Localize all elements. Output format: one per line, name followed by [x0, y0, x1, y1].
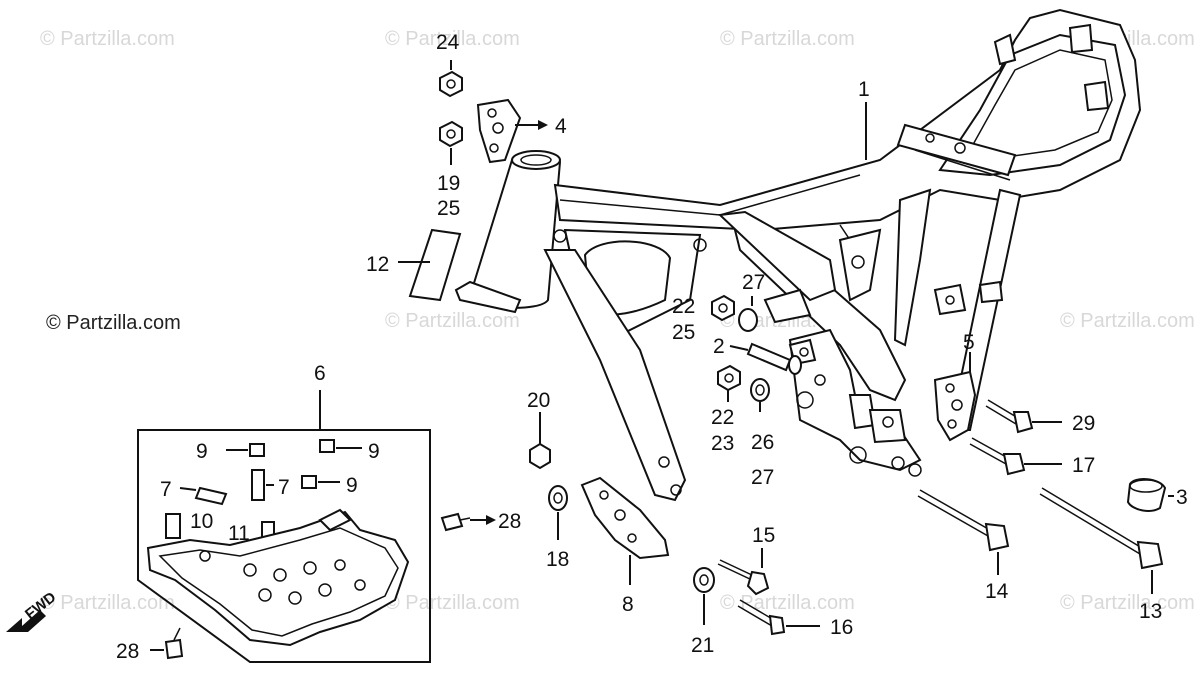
washer-19[interactable] [439, 120, 463, 148]
grommet-10[interactable] [165, 513, 181, 539]
watermark: © Partzilla.com [385, 310, 520, 332]
callout-29: 29 [1072, 412, 1095, 435]
callout-3: 3 [1176, 486, 1188, 509]
callout-7-b: 7 [278, 476, 290, 499]
callout-2: 2 [713, 335, 725, 358]
washer-26[interactable] [750, 378, 770, 402]
washer-21[interactable] [693, 567, 715, 593]
bolt-14[interactable] [917, 489, 1010, 552]
callout-28-a: 28 [498, 510, 521, 533]
watermark: © Partzilla.com [1060, 310, 1195, 332]
callout-12: 12 [366, 253, 389, 276]
callout-16: 16 [830, 616, 853, 639]
watermark: © Partzilla.com [720, 28, 855, 50]
callout-5: 5 [963, 331, 975, 354]
watermark: © Partzilla.com [40, 28, 175, 50]
sleeve-12[interactable] [408, 228, 462, 302]
nut-20[interactable] [529, 442, 551, 470]
bolt-13[interactable] [1039, 487, 1164, 570]
watermark: © Partzilla.com [1060, 592, 1195, 614]
callout-27-a: 27 [742, 271, 765, 294]
grommet-7-b[interactable] [251, 469, 265, 501]
skid-plate[interactable] [146, 508, 410, 647]
cap-9-c[interactable] [301, 475, 317, 489]
callout-6: 6 [314, 362, 326, 385]
fwd-arrow-icon [6, 610, 46, 632]
bolt-16[interactable] [737, 599, 786, 636]
watermark: © Partzilla.com [40, 592, 175, 614]
callout-11: 11 [228, 522, 250, 545]
callout-28-b: 28 [116, 640, 139, 663]
callout-14: 14 [985, 580, 1009, 603]
watermark: © Partzilla.com [385, 28, 520, 50]
bolt-15[interactable] [717, 559, 770, 596]
skid-plate-group-box [137, 390, 431, 663]
cap-9-b[interactable] [319, 439, 335, 453]
callout-23: 23 [711, 432, 734, 455]
frame-body[interactable] [454, 8, 1142, 502]
callout-1: 1 [858, 78, 870, 101]
callout-8: 8 [622, 593, 634, 616]
bolt-2[interactable] [746, 342, 802, 375]
callout-13: 13 [1139, 600, 1162, 623]
screw-28-upper[interactable] [440, 512, 471, 532]
callout-20: 20 [527, 389, 550, 412]
nut-22-lower[interactable] [717, 364, 741, 392]
callout-19: 19 [437, 172, 460, 195]
collar-3[interactable] [1126, 478, 1167, 512]
callout-21: 21 [691, 634, 714, 657]
callout-24: 24 [436, 31, 460, 54]
bracket-8[interactable] [580, 476, 670, 560]
watermark: © Partzilla.com [385, 592, 520, 614]
callout-10: 10 [190, 510, 213, 533]
callout-4: 4 [555, 115, 567, 138]
callout-17: 17 [1072, 454, 1095, 477]
callout-26: 26 [751, 431, 774, 454]
callout-9-a: 9 [196, 440, 208, 463]
watermark-dark: © Partzilla.com [46, 312, 181, 334]
nut-24[interactable] [439, 70, 463, 98]
callout-18: 18 [546, 548, 569, 571]
callout-27-b: 27 [751, 466, 774, 489]
bracket-5[interactable] [933, 370, 977, 442]
cap-9-a[interactable] [249, 443, 265, 457]
callout-7-a: 7 [160, 478, 172, 501]
callout-22-b: 22 [711, 406, 734, 429]
bolt-29[interactable] [985, 399, 1034, 434]
nut-22-upper[interactable] [711, 294, 735, 322]
grommet-7-a[interactable] [194, 486, 228, 506]
callout-9-c: 9 [346, 474, 358, 497]
callout-25-a: 25 [437, 197, 460, 220]
callout-25-b: 25 [672, 321, 695, 344]
washer-27-upper[interactable] [738, 308, 758, 332]
collar-18[interactable] [548, 485, 568, 511]
bolt-17[interactable] [969, 437, 1026, 476]
callout-15: 15 [752, 524, 775, 547]
callout-22-a: 22 [672, 295, 695, 318]
screw-28-lower[interactable] [164, 627, 184, 660]
bracket-4[interactable] [476, 98, 522, 164]
callout-9-b: 9 [368, 440, 380, 463]
